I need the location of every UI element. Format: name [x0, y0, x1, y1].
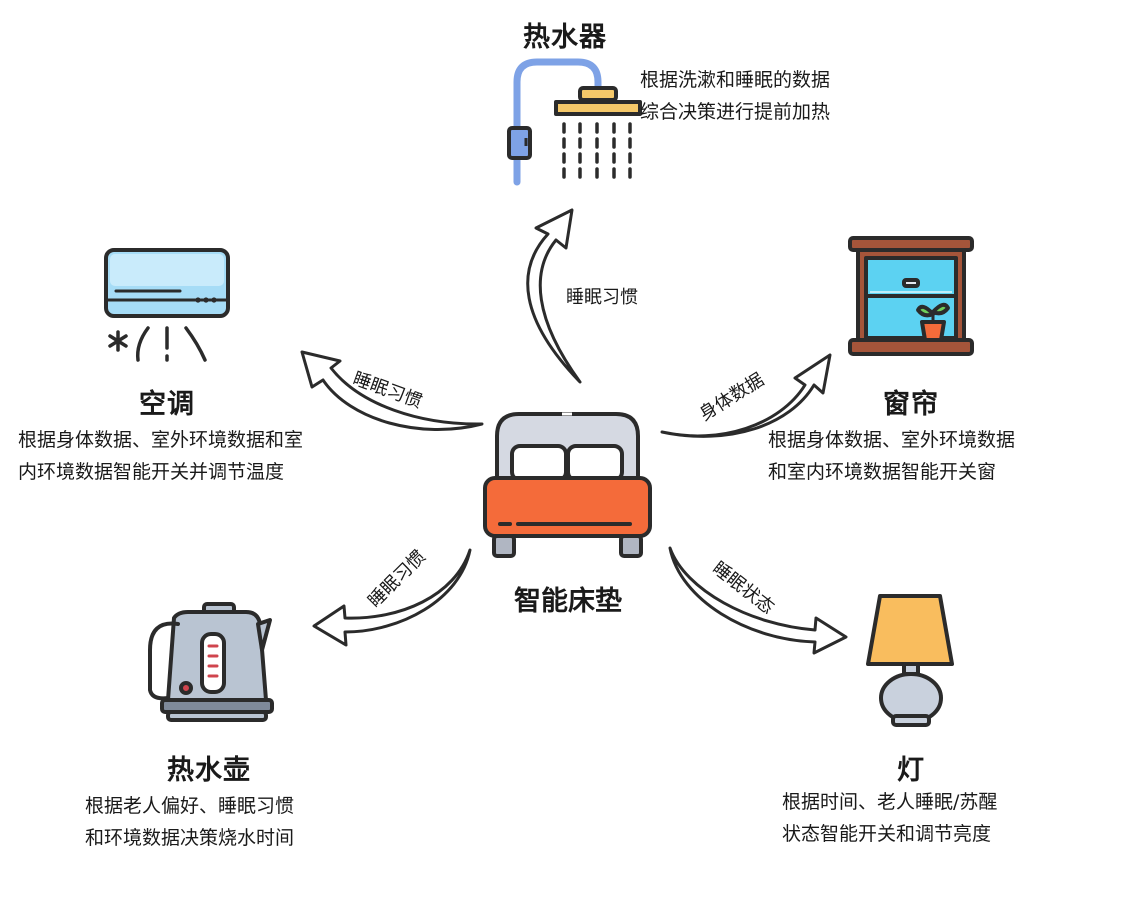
ac-desc-line: 内环境数据智能开关并调节温度	[18, 461, 285, 483]
heater-description: 根据洗漱和睡眠的数据 综合决策进行提前加热	[640, 64, 830, 128]
window-icon	[848, 236, 974, 356]
arrow-to-curtain	[660, 353, 832, 438]
air-conditioner-icon	[104, 248, 230, 362]
arrow-to-ac	[300, 350, 484, 431]
curtain-desc-line: 和室内环境数据智能开关窗	[768, 461, 997, 483]
center-title: 智能床垫	[514, 585, 622, 617]
lamp-description: 根据时间、老人睡眠/苏醒 状态智能开关和调节亮度	[782, 786, 997, 850]
lamp-desc-line: 根据时间、老人睡眠/苏醒	[782, 791, 998, 813]
lamp-icon	[866, 594, 954, 727]
kettle-desc-line: 根据老人偏好、睡眠习惯	[85, 795, 295, 817]
water-heater-icon	[507, 58, 642, 186]
arrow-to-lamp	[668, 546, 848, 655]
heater-title: 热水器	[523, 22, 607, 53]
curtain-title: 窗帘	[883, 389, 939, 420]
kettle-desc-line: 和环境数据决策烧水时间	[85, 827, 295, 849]
ac-description: 根据身体数据、室外环境数据和室 内环境数据智能开关并调节温度	[18, 424, 303, 488]
kettle-icon	[148, 602, 274, 722]
kettle-title: 热水壶	[167, 755, 251, 786]
kettle-description: 根据老人偏好、睡眠习惯 和环境数据决策烧水时间	[85, 790, 294, 854]
arrow-to-heater	[526, 208, 582, 384]
arrow-to-kettle	[312, 548, 472, 647]
arrow-label-heater: 睡眠习惯	[566, 287, 638, 308]
heater-desc-line: 综合决策进行提前加热	[640, 101, 831, 123]
ac-title: 空调	[139, 389, 195, 420]
ac-desc-line: 根据身体数据、室外环境数据和室	[18, 429, 304, 451]
curtain-description: 根据身体数据、室外环境数据 和室内环境数据智能开关窗	[768, 424, 1015, 488]
bed-icon	[483, 412, 652, 558]
curtain-desc-line: 根据身体数据、室外环境数据	[768, 429, 1016, 451]
lamp-desc-line: 状态智能开关和调节亮度	[782, 823, 992, 845]
heater-desc-line: 根据洗漱和睡眠的数据	[640, 69, 831, 91]
lamp-title: 灯	[897, 755, 925, 786]
